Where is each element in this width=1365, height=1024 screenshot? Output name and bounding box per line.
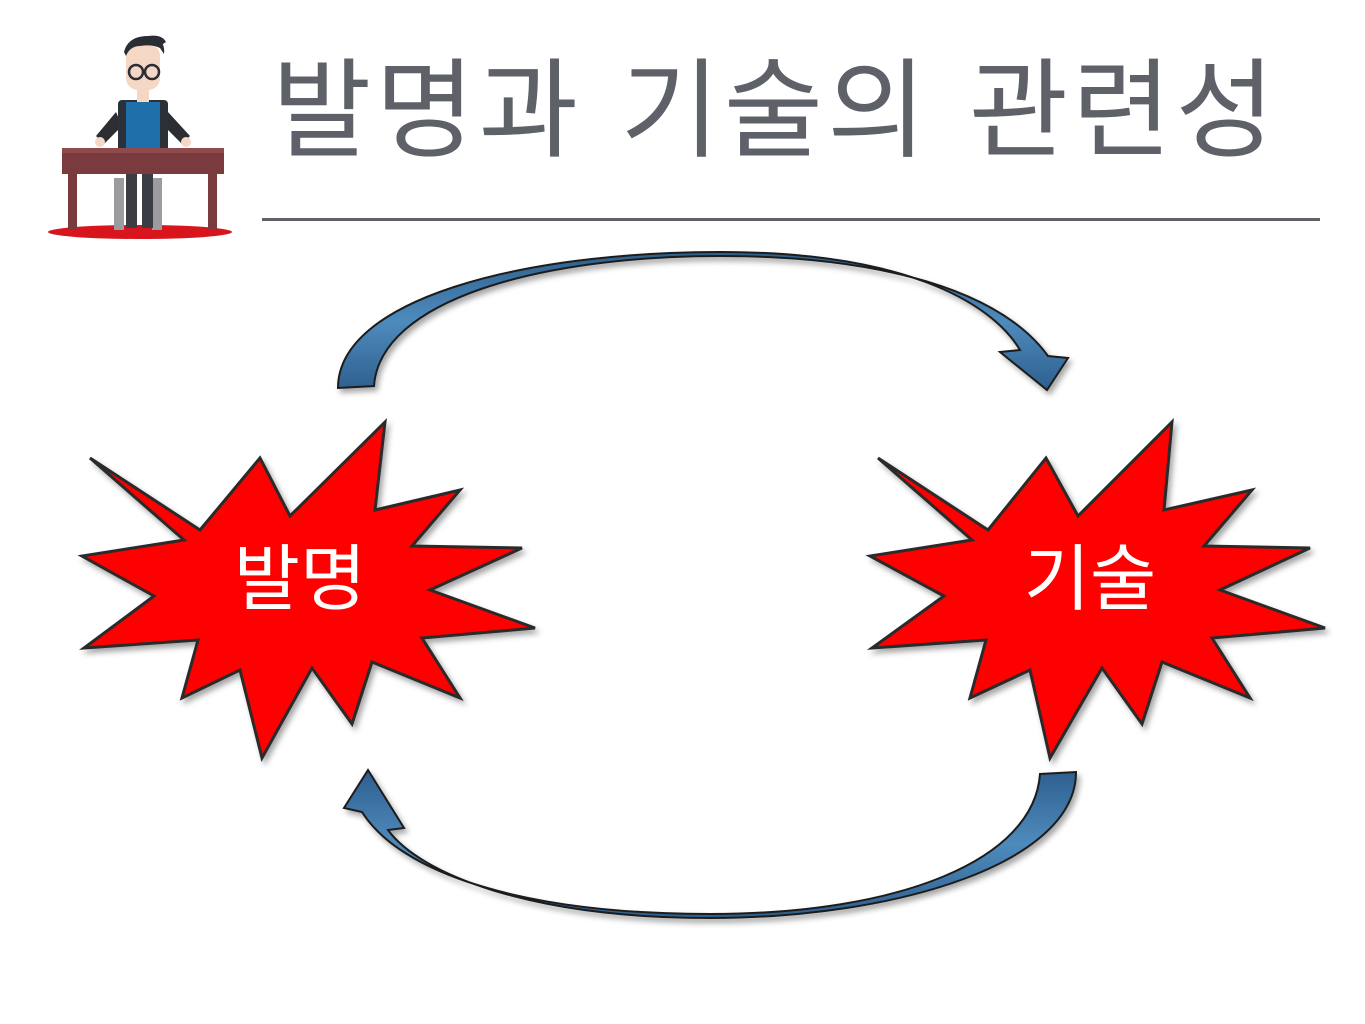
node-label-invention: 발명 bbox=[233, 537, 367, 621]
burst-invention bbox=[77, 417, 536, 763]
node-label-technology: 기술 bbox=[1023, 537, 1157, 621]
arrow-invention-to-technology bbox=[336, 250, 1070, 392]
person-at-desk-icon bbox=[48, 35, 232, 239]
arrow-technology-to-invention bbox=[342, 768, 1078, 920]
title-divider bbox=[262, 218, 1320, 221]
slide-title: 발명과 기술의 관련성 bbox=[272, 49, 1279, 174]
burst-technology bbox=[865, 418, 1326, 763]
